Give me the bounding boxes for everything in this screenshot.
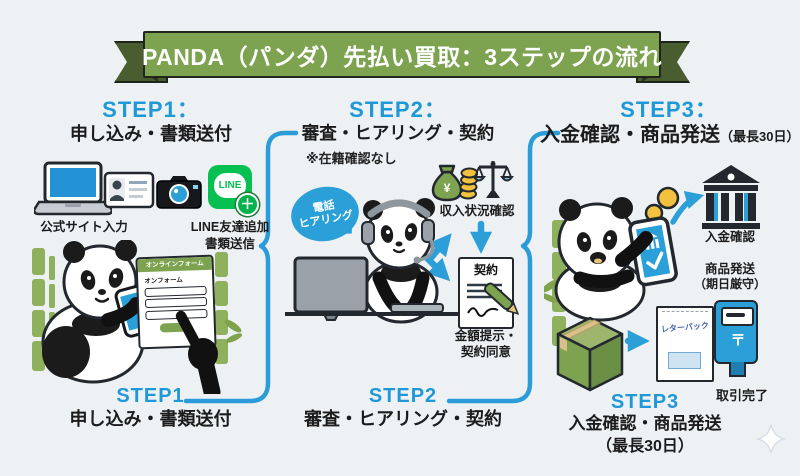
pen-icon — [483, 282, 520, 315]
label-agreement: 金額提示・ 契約同意 — [446, 328, 526, 361]
form-field-label: オンフォーム — [144, 276, 183, 286]
step2-note: ※在籍確認なし — [306, 150, 397, 166]
pointing-hand-icon — [175, 310, 221, 394]
letterpack-address-box — [668, 352, 701, 369]
contract-title: 契約 — [473, 263, 498, 277]
line-add-plus-icon: ＋ — [236, 193, 259, 216]
step1-header-title: 申し込み・書類送付 — [70, 124, 232, 145]
step2-header-number: STEP2： — [349, 97, 447, 122]
label-income-check: 収入状況確認 — [439, 204, 515, 218]
coin-stack-icon — [459, 167, 478, 200]
postbox-body: 〒 — [714, 300, 758, 364]
line-app-icon: LINE ＋ — [208, 165, 259, 216]
arrow-to-contract — [422, 253, 451, 282]
arrow-to-income-check — [426, 233, 452, 263]
step2-header-title: 審査・ヒアリング・契約 — [301, 123, 495, 144]
step3-footer-title: 入金確認・商品発送 — [568, 414, 722, 433]
step3-footer-suffix: （最長30日） — [596, 437, 694, 455]
step2-footer-number: STEP2 — [368, 385, 438, 407]
headset-cup-right — [421, 219, 435, 243]
headset-band — [367, 199, 431, 218]
desk-edge — [285, 312, 471, 316]
line-logo-text: LINE — [218, 180, 242, 191]
shipping-line2: （期日厳守） — [693, 277, 766, 292]
letterpack-perforation — [662, 311, 708, 312]
money-bag-icon — [431, 164, 478, 202]
letterpack-label: レターパック — [660, 320, 710, 335]
panda-with-phone-illustration — [41, 240, 161, 384]
postbox-slot — [721, 307, 754, 326]
scales-icon — [472, 161, 514, 198]
postbox-postal-mark: 〒 — [730, 332, 746, 349]
sparkle-icon — [755, 424, 787, 454]
label-payment-check: 入金確認 — [704, 230, 755, 244]
brace-step1-to-step2 — [183, 130, 299, 404]
label-line-add: LINE友達追加 — [190, 220, 270, 234]
step1-footer: STEP1 申し込み・書類送付 — [28, 385, 273, 431]
contract-document: 契約 — [458, 257, 520, 329]
headset-cup-left — [361, 221, 375, 245]
agreement-line2: 契約同意 — [460, 345, 511, 360]
step2-footer-title: 審査・ヒアリング・契約 — [304, 409, 502, 429]
letter-pack-envelope: レターパック — [656, 306, 714, 382]
step3-header-number: STEP3： — [620, 97, 718, 122]
step2-header: STEP2： 審査・ヒアリング・契約 ※在籍確認なし — [288, 97, 508, 167]
monitor-icon — [293, 256, 369, 314]
shipping-line1: 商品発送 — [704, 262, 755, 276]
step3-footer-number: STEP3 — [610, 391, 680, 413]
agreement-line1: 金額提示・ — [454, 329, 518, 343]
page-title: PANDA（パンダ）先払い買取：3ステップの流れ — [142, 43, 663, 70]
id-card-icon — [103, 171, 155, 209]
step1-footer-title: 申し込み・書類送付 — [69, 409, 232, 429]
step3-footer: STEP3 入金確認・商品発送 （最長30日） — [536, 391, 754, 458]
keyboard-icon — [390, 303, 444, 313]
form-input-row[interactable] — [144, 285, 207, 297]
label-complete: 取引完了 — [715, 388, 768, 403]
bank-icon — [702, 165, 760, 229]
parcel-box-icon — [556, 316, 624, 392]
arrow-coins-to-bank — [670, 190, 705, 225]
post-box-icon: 〒 — [714, 300, 758, 378]
money-bag-yen: ¥ — [443, 181, 451, 195]
label-shipping: 商品発送 （期日厳守） — [690, 261, 770, 293]
label-line-send: 書類送信 — [204, 237, 255, 251]
label-official-site: 公式サイト入力 — [40, 220, 128, 234]
camera-icon — [156, 176, 202, 209]
step3-header-title: 入金確認・商品発送（最長30日） — [540, 124, 800, 147]
panda-showing-phone-illustration — [554, 197, 678, 322]
postbox-leg — [729, 362, 746, 377]
form-header: オンラインフォーム — [137, 256, 212, 273]
contract-pen-signature — [467, 282, 520, 317]
panda-at-desk-illustration — [285, 198, 471, 324]
step2-footer: STEP2 審査・ヒアリング・契約 — [298, 385, 508, 431]
title-ribbon: PANDA（パンダ）先払い買取：3ステップの流れ — [142, 31, 663, 78]
step3-header: STEP3： 入金確認・商品発送（最長30日） — [540, 97, 800, 149]
step3-header-suffix: （最長30日） — [720, 129, 800, 145]
brace-step2-to-step3 — [446, 130, 561, 404]
bamboo-right-icon — [215, 252, 242, 364]
laptop-icon — [34, 161, 112, 216]
step1-header-number: STEP1： — [102, 97, 200, 122]
step1-header: STEP1： 申し込み・書類送付 — [20, 97, 282, 146]
step1-footer-number: STEP1 — [116, 385, 185, 407]
